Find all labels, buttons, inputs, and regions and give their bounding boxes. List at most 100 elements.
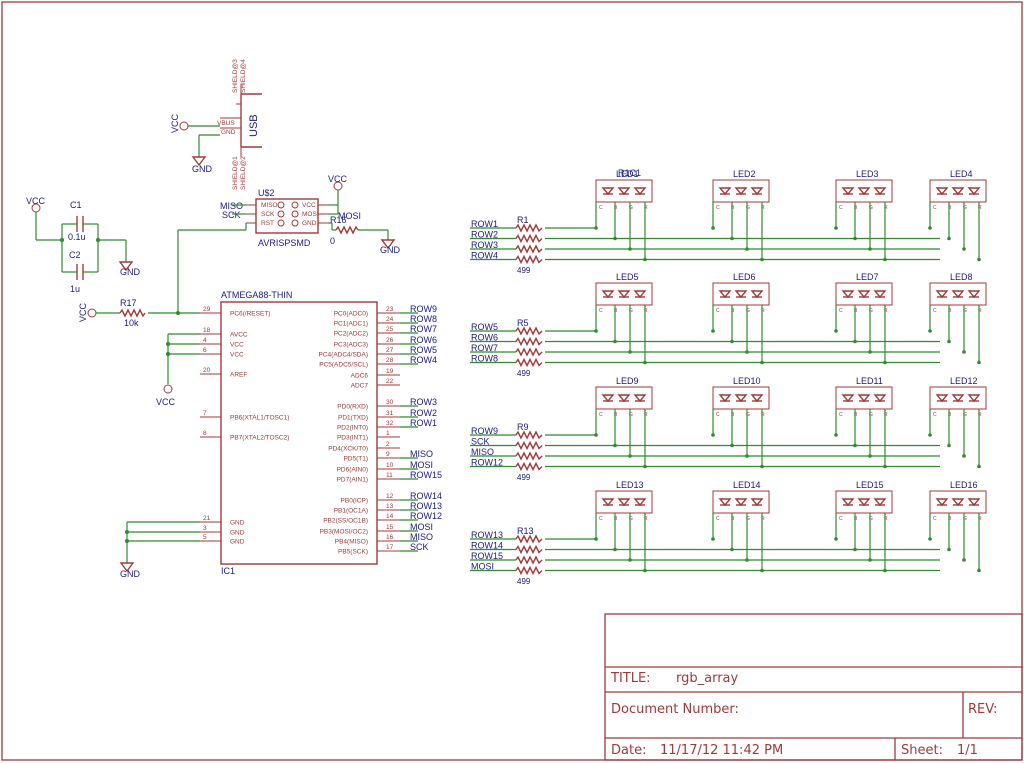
net-label: ROW2 — [471, 230, 498, 240]
mcu-right-pin-name: ADC7 — [351, 383, 369, 390]
usb-connector: USB SHIELD@3 SHIELD@4 VBUS GND SHIELD@1 … — [217, 59, 262, 190]
mcu-right-pin-name: PD7(AIN1) — [337, 477, 368, 484]
led-pin-label: C — [933, 205, 937, 211]
junction-dot — [947, 236, 951, 241]
led-name: LED8 — [950, 272, 973, 282]
net-label: MISO — [471, 447, 494, 457]
resistor-r17-name: R17 — [120, 298, 137, 308]
mcu-ref: IC1 — [221, 566, 235, 576]
led-diode — [601, 498, 615, 507]
led-pin-label: G — [869, 205, 873, 211]
led-pin-label: C — [716, 412, 720, 418]
junction-dot — [928, 226, 932, 230]
mcu-right-pin-number: 9 — [386, 451, 390, 458]
mcu-right-pin-name: PD2(INT0) — [337, 425, 368, 432]
led-diode — [857, 290, 871, 299]
junction-dot — [962, 350, 966, 354]
mcu-net-label: ROW2 — [410, 408, 437, 418]
led-diode — [935, 290, 949, 299]
mcu-left-pin-number: 20 — [203, 367, 211, 374]
vcc-symbol-usb — [179, 121, 189, 131]
cap-c1-name: C1 — [70, 200, 82, 210]
mcu-left-pin-number: 4 — [203, 337, 207, 344]
led-pin-label: C — [933, 412, 937, 418]
mcu-right-pin-number: 2 — [386, 441, 390, 448]
isp-net-miso: MISO — [220, 201, 243, 211]
led-name: LED6 — [733, 272, 756, 282]
led-diode — [873, 394, 887, 403]
led-pin-label: R — [884, 205, 888, 211]
cap-c2 — [76, 264, 84, 280]
net-label: ROW15 — [471, 551, 503, 561]
led-outline — [835, 282, 893, 306]
junction-dot — [745, 558, 749, 562]
mcu-right-pin-name: PC0(ADC0) — [334, 311, 368, 318]
led-name: LED2 — [733, 169, 756, 179]
junction-dot — [883, 257, 887, 262]
gnd-symbol-mcu — [119, 562, 135, 573]
led-diode — [857, 498, 871, 507]
junction-dot — [745, 350, 749, 354]
junction-dot — [962, 454, 966, 458]
junction-dot — [730, 339, 734, 344]
led-pin-label: R — [644, 516, 648, 522]
mcu-net-label: SCK — [410, 542, 429, 552]
docnum-label: Document Number: — [611, 702, 739, 717]
mcu-net-label: ROW8 — [410, 314, 437, 324]
led-diode — [718, 187, 732, 196]
mcu-right-pin-number: 19 — [386, 368, 394, 375]
junction-dot — [977, 360, 981, 365]
junction-dot — [928, 433, 932, 437]
cap-c1 — [76, 216, 84, 232]
vcc-symbol-mcu — [163, 384, 173, 394]
mcu-right-pin-number: 27 — [386, 347, 394, 354]
led-diode — [601, 187, 615, 196]
junction-dot — [883, 568, 887, 573]
junction-dot — [853, 443, 857, 448]
led-pin-label: G — [963, 308, 967, 314]
junction-dot — [868, 454, 872, 458]
vcc-symbol-isp — [333, 181, 343, 191]
gnd-label-caps: GND — [120, 267, 141, 277]
led-pin-label: B — [854, 516, 858, 522]
resistor-r17-value: 10k — [124, 318, 139, 328]
led-pin-label: B — [948, 308, 952, 314]
mcu-right-pin-name: PB2(SS/OC1B) — [323, 518, 368, 525]
led-pin-label: R — [884, 516, 888, 522]
mcu-right-pin-number: 17 — [386, 544, 394, 551]
led-diode — [734, 290, 748, 299]
junction-dot — [834, 226, 838, 230]
junction-dot — [628, 247, 632, 251]
mcu-net-label: ROW9 — [410, 304, 437, 314]
date-label: Date: — [611, 743, 646, 758]
isp-pin-miso: MISO — [261, 202, 278, 209]
led-pin-label: R — [644, 308, 648, 314]
mcu-right-pin-number: 24 — [386, 316, 394, 323]
mcu-left-pin-name: GND — [230, 520, 245, 527]
led-pin-label: C — [839, 412, 843, 418]
resistor-r16 — [335, 225, 359, 235]
junction-dot — [730, 547, 734, 552]
gnd-label-isp: GND — [380, 245, 401, 255]
mcu-left-pin-number: 8 — [203, 430, 207, 437]
led-diode — [718, 394, 732, 403]
led-pin-label: R — [644, 412, 648, 418]
junction-dot — [928, 329, 932, 333]
led-pin-label: G — [869, 412, 873, 418]
junction-dot — [613, 236, 617, 241]
mcu-left-pin-number: 18 — [203, 327, 211, 334]
led-pin-label: G — [746, 308, 750, 314]
led-outline — [595, 386, 653, 410]
reset-wires — [96, 311, 200, 315]
led-pin-label: B — [731, 308, 735, 314]
led-pin-label: B — [731, 412, 735, 418]
resistor-r16-name: R16 — [330, 215, 347, 225]
led-pin-label: G — [629, 308, 633, 314]
led-pin-label: G — [746, 412, 750, 418]
resistor-array-value: 499 — [517, 473, 531, 482]
mcu-left-pin-name: VCC — [230, 342, 244, 349]
